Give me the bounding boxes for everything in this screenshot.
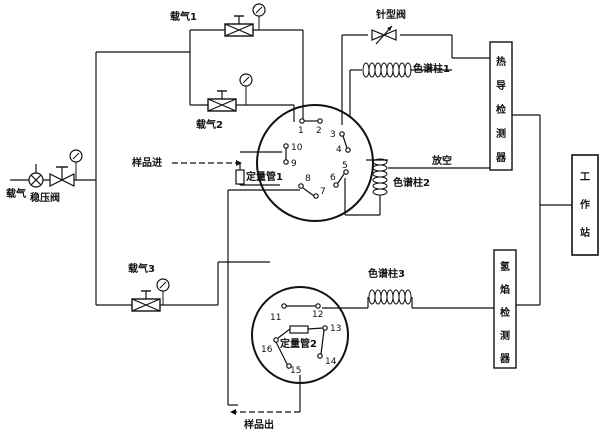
piping (10, 29, 572, 415)
loop1-tube (235, 169, 245, 185)
column-3: 色谱柱3 (367, 267, 413, 308)
tcd-char: 测 (496, 127, 506, 140)
column1-label: 色谱柱1 (413, 62, 450, 75)
flow-controller-3: 载气3 (128, 262, 170, 312)
fid-char: 氢 (500, 260, 510, 273)
needle-valve-label: 针型阀 (376, 8, 406, 21)
port (317, 118, 323, 124)
port-label-13: 13 (330, 324, 341, 334)
needle-valve-icon (371, 29, 386, 41)
tcd-box (489, 41, 513, 171)
sample-out-label: 样品出 (244, 418, 274, 431)
loop2-label: 定量管2 (280, 337, 317, 350)
pressure-regulator-icon (49, 173, 64, 187)
port (322, 325, 328, 331)
fid-char: 器 (499, 353, 511, 365)
port-label-7: 7 (320, 187, 326, 197)
port (273, 337, 279, 343)
fid-char: 测 (500, 329, 510, 342)
port (283, 159, 289, 165)
port-label-8: 8 (305, 174, 311, 184)
workstation-char: 站 (580, 226, 590, 239)
port-label-9: 9 (291, 159, 297, 169)
fid-char: 检 (500, 306, 510, 319)
ten-port-valve: 1 2 3 4 5 6 7 8 9 10 (256, 104, 374, 222)
port (313, 193, 319, 199)
column-coil-icon (372, 158, 388, 196)
sample-loop-1: 定量管1 样品进 (132, 156, 283, 185)
port (281, 303, 287, 309)
loop2-tube (289, 325, 309, 334)
fid-box (493, 249, 517, 369)
port-label-1: 1 (298, 126, 304, 136)
column-coil-icon (368, 289, 412, 305)
loop1-label: 定量管1 (246, 170, 283, 183)
port-label-3: 3 (330, 130, 336, 140)
valve1-body (256, 104, 374, 222)
port-label-5: 5 (342, 161, 348, 171)
port-label-15: 15 (290, 366, 301, 376)
port (298, 183, 304, 189)
workstation: 工 作 站 (571, 154, 599, 256)
flow-controller-1: 载气1 (170, 3, 266, 37)
port (339, 131, 345, 137)
port (345, 147, 351, 153)
fid-char: 焰 (500, 283, 510, 296)
port-label-10: 10 (291, 143, 303, 153)
port-label-2: 2 (316, 126, 322, 136)
tcd-char: 热 (496, 55, 506, 68)
port-label-16: 16 (261, 345, 273, 355)
port-label-4: 4 (336, 145, 342, 155)
port (286, 363, 292, 369)
column2-label: 色谱柱2 (393, 176, 430, 189)
port-label-12: 12 (312, 310, 323, 320)
workstation-char: 工 (580, 172, 590, 183)
carrier-gas-label: 载气 (6, 187, 26, 200)
port-label-6: 6 (330, 173, 336, 183)
port (283, 143, 289, 149)
flow-controller-2: 载气2 (196, 73, 253, 131)
pressure-valve-label: 稳压阀 (30, 191, 60, 204)
workstation-box (571, 154, 599, 256)
port-label-11: 11 (270, 313, 281, 323)
sample-in-label: 样品进 (132, 156, 162, 169)
column-1: 色谱柱1 (362, 62, 450, 78)
tcd-detector: 热 导 检 测 器 (489, 41, 513, 171)
port (315, 303, 321, 309)
port (317, 353, 323, 359)
carrier2-label: 载气2 (196, 118, 223, 131)
carrier3-label: 载气3 (128, 262, 155, 275)
vent-label: 放空 (431, 154, 452, 167)
six-port-valve: 定量管2 11 12 13 14 15 16 样品出 (244, 286, 349, 431)
tcd-char: 导 (496, 80, 506, 92)
inlet-assembly: 载气 稳压阀 (6, 149, 83, 204)
port (343, 169, 349, 175)
port (333, 182, 339, 188)
column-coil-icon (362, 62, 412, 78)
valve2-body (251, 286, 349, 384)
port (299, 118, 305, 124)
column3-label: 色谱柱3 (368, 267, 405, 280)
port-label-14: 14 (325, 357, 337, 367)
carrier1-label: 载气1 (170, 10, 197, 23)
fid-detector: 氢 焰 检 测 器 (493, 249, 517, 369)
tcd-char: 检 (496, 103, 506, 116)
tcd-char: 器 (495, 152, 507, 164)
workstation-char: 作 (580, 198, 590, 211)
needle-valve: 针型阀 (371, 8, 406, 45)
